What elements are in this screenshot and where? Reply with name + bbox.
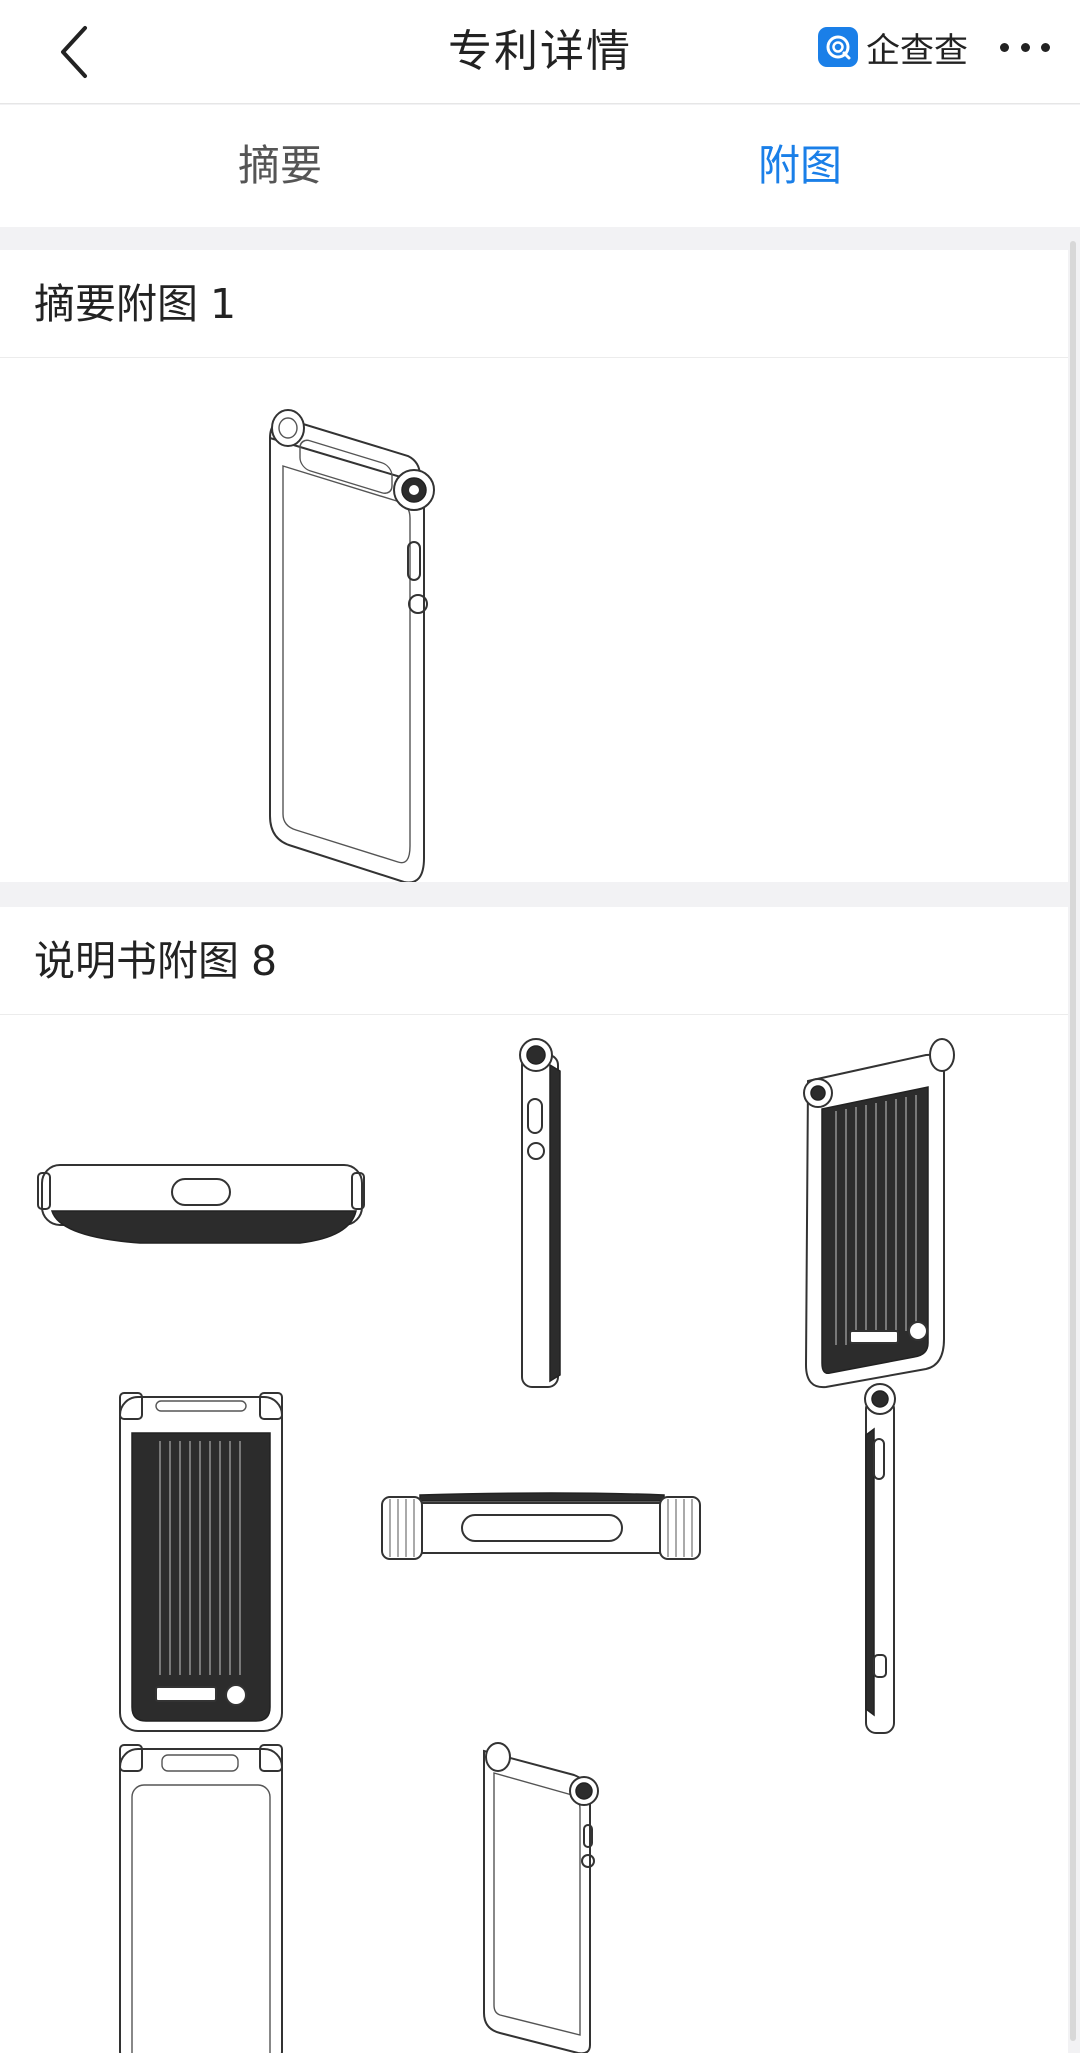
figure-area	[0, 358, 1068, 882]
back-button[interactable]	[40, 14, 110, 90]
qcc-logo-icon	[818, 27, 858, 67]
section-count: 8	[251, 937, 278, 985]
spec-figure-6[interactable]	[864, 1383, 896, 1734]
scrollbar[interactable]	[1068, 237, 1080, 2053]
spec-figure-2[interactable]	[519, 1038, 561, 1388]
scrollbar-thumb[interactable]	[1070, 241, 1076, 2041]
spec-figure-3[interactable]	[803, 1038, 955, 1389]
spec-figures-grid	[37, 1038, 955, 2053]
more-dots-icon	[1000, 42, 1009, 52]
nav-bar: 专利详情 企查查	[0, 0, 1080, 104]
spec-figure-4[interactable]	[119, 1392, 283, 1732]
page-title: 专利详情	[448, 26, 632, 77]
chevron-left-icon	[61, 26, 87, 78]
spec-figure-1[interactable]	[37, 1164, 365, 1244]
spec-figure-8[interactable]	[483, 1742, 599, 2053]
figure-area	[0, 1015, 1068, 2053]
spec-figure-7[interactable]	[119, 1744, 283, 2053]
tab-bar: 摘要 附图	[0, 105, 1080, 329]
section-title: 说明书附图	[34, 937, 239, 985]
qcc-brand-button[interactable]: 企查查	[818, 25, 968, 71]
more-button[interactable]	[996, 30, 1054, 64]
spec-figure-5[interactable]	[381, 1492, 701, 1560]
tab-figures[interactable]: 附图	[757, 141, 842, 190]
section-title: 摘要附图	[34, 280, 198, 328]
abstract-figure-1[interactable]	[0, 358, 1068, 882]
brand-name: 企查查	[866, 30, 968, 71]
section-count: 1	[210, 280, 237, 328]
tab-abstract[interactable]: 摘要	[237, 141, 322, 190]
